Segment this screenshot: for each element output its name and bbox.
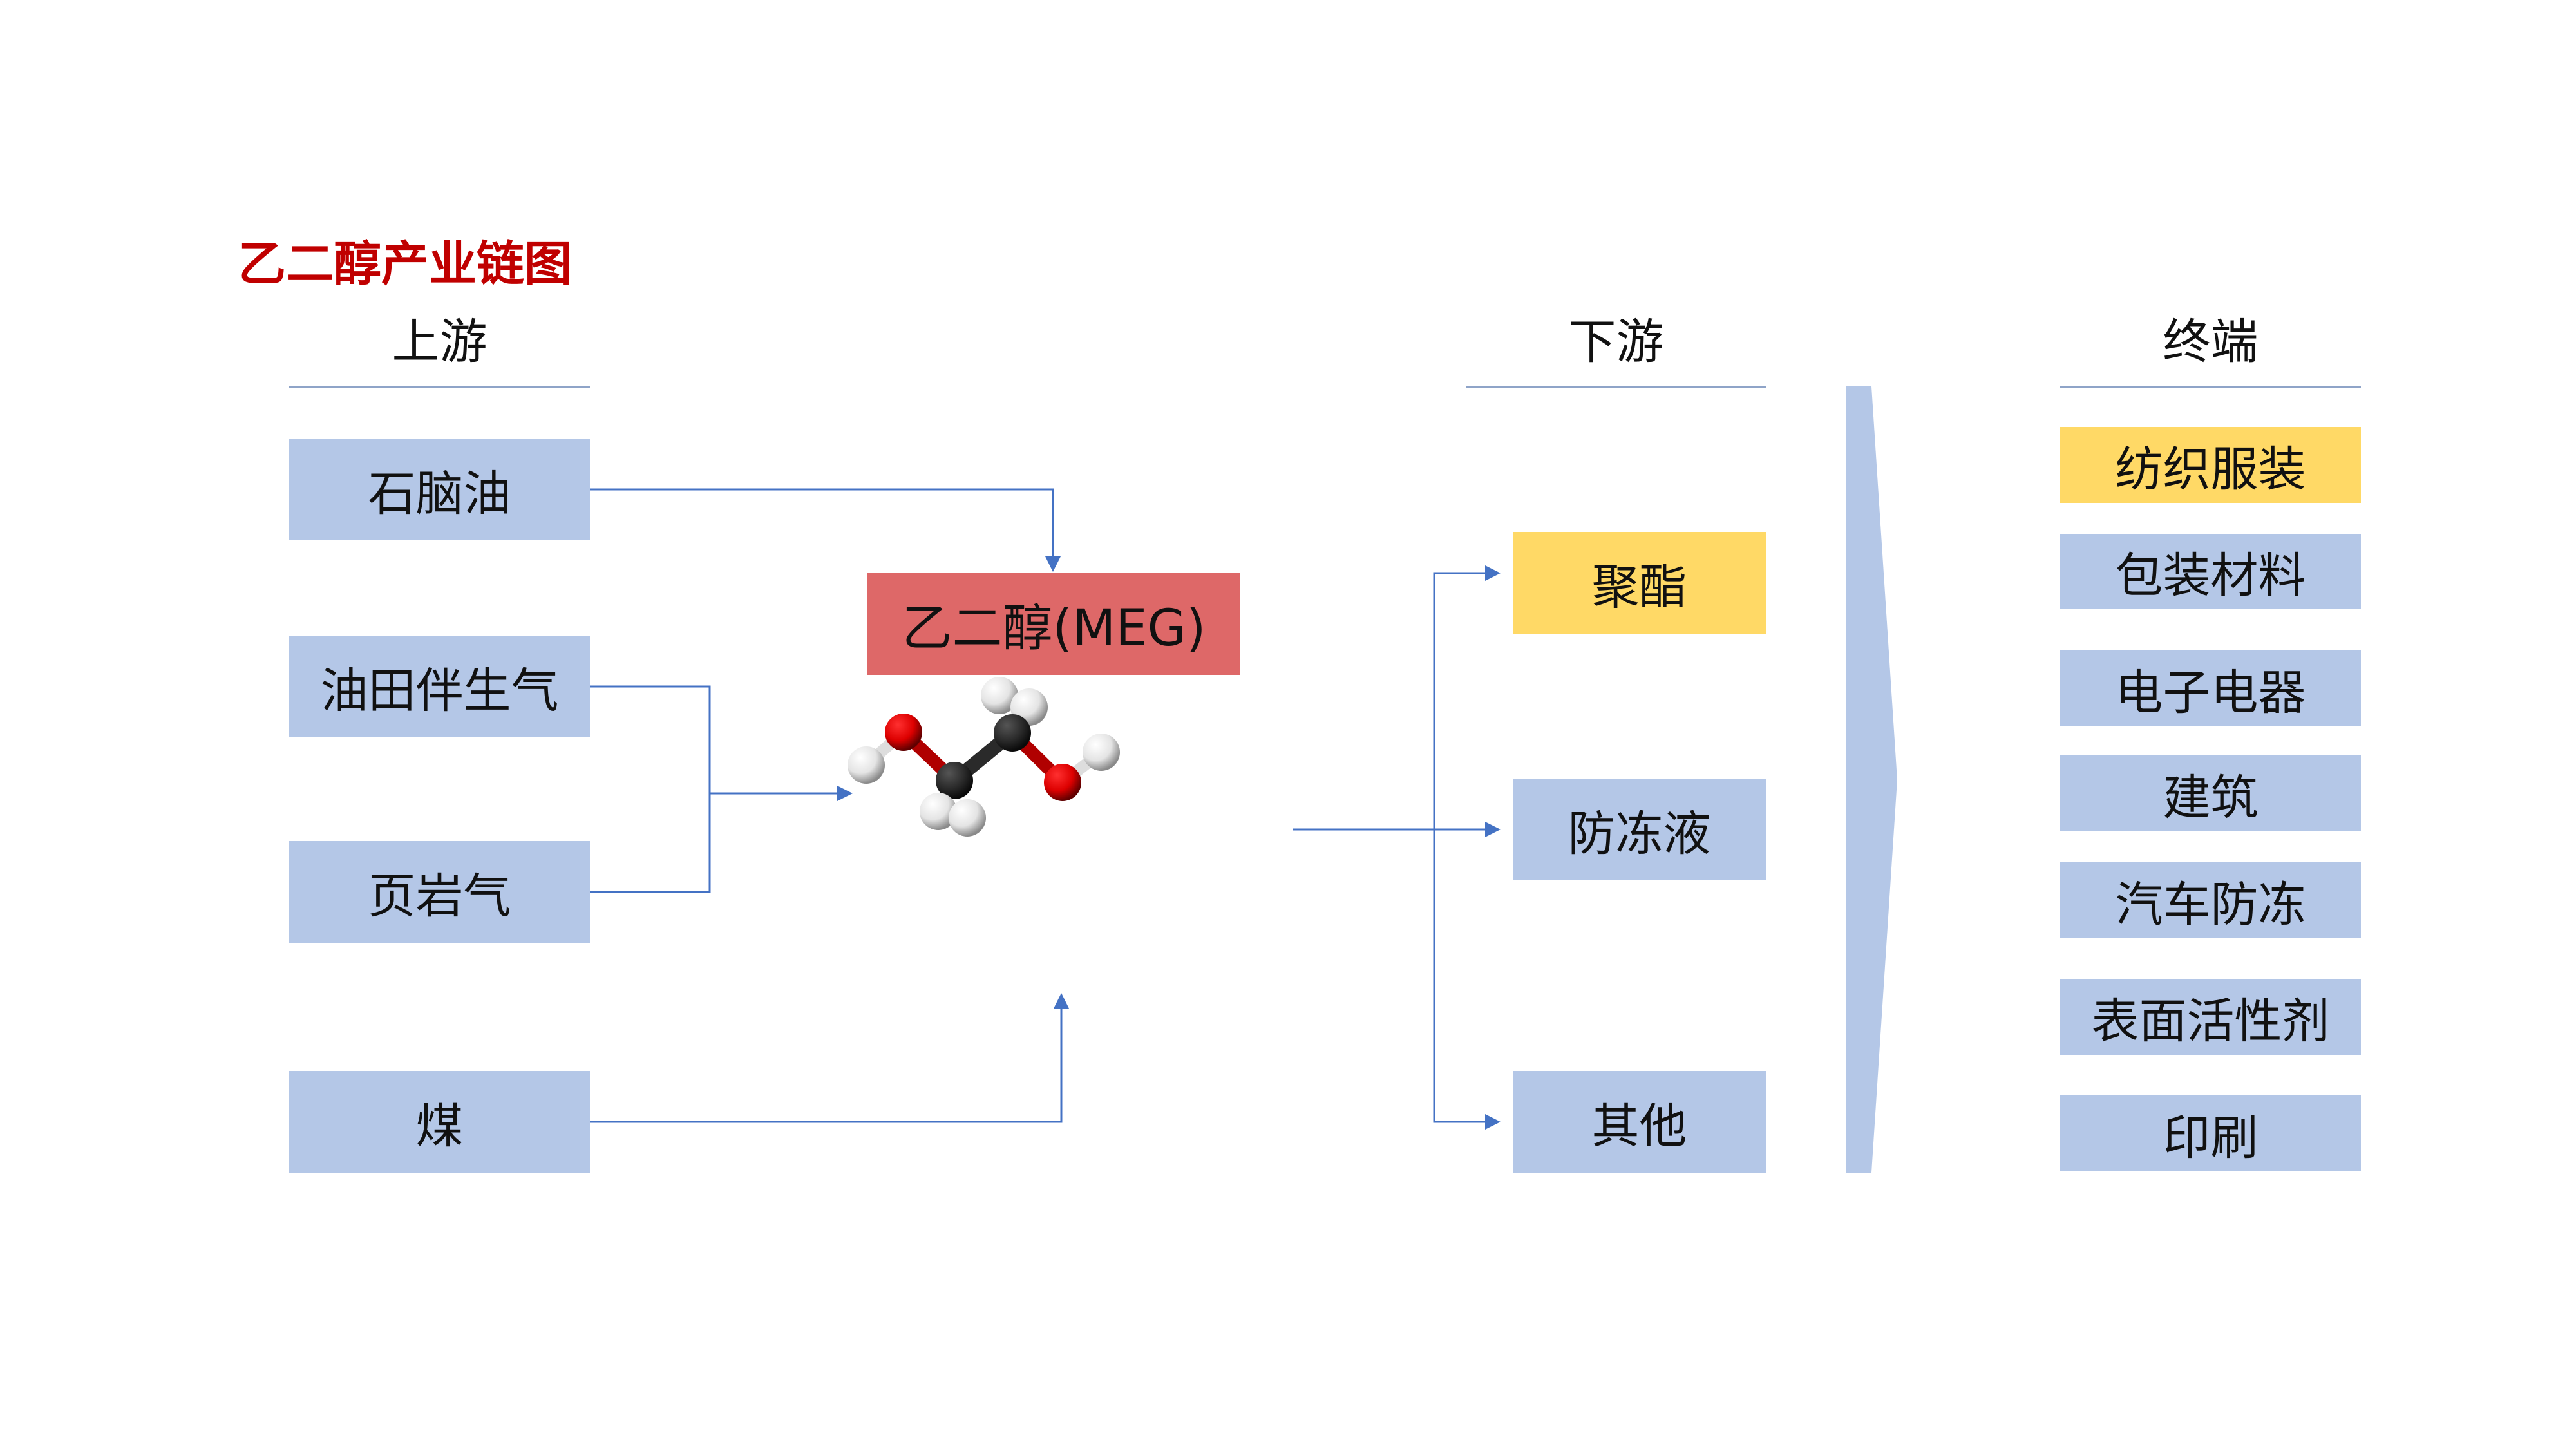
downstream-antifreeze: 防冻液 bbox=[1513, 779, 1766, 880]
downstream-polyester: 聚酯 bbox=[1513, 532, 1766, 634]
upstream-associated-gas: 油田伴生气 bbox=[289, 636, 590, 737]
connector-other bbox=[1433, 829, 1501, 1130]
downstream-other: 其他 bbox=[1513, 1071, 1766, 1173]
terminal-construction: 建筑 bbox=[2060, 755, 2361, 831]
connector-polyester bbox=[1433, 565, 1501, 829]
terminal-textiles: 纺织服装 bbox=[2060, 427, 2361, 503]
diagram-title: 乙二醇产业链图 bbox=[238, 236, 572, 292]
terminal-packaging: 包装材料 bbox=[2060, 534, 2361, 609]
terminal-surfactant: 表面活性剂 bbox=[2060, 979, 2361, 1055]
connector-gas-bracket bbox=[590, 685, 711, 893]
terminal-printing: 印刷 bbox=[2060, 1095, 2361, 1171]
molecule-image bbox=[848, 677, 1120, 837]
terminal-electronics: 电子电器 bbox=[2060, 650, 2361, 726]
chevron-arrow bbox=[1846, 386, 1897, 1173]
upstream-shale-gas: 页岩气 bbox=[289, 841, 590, 943]
header-divider bbox=[1466, 386, 1766, 388]
connector-naphtha bbox=[590, 488, 1061, 572]
connector-coal bbox=[590, 993, 1069, 1123]
center-meg: 乙二醇(MEG) bbox=[867, 573, 1240, 675]
header-divider bbox=[289, 386, 590, 388]
upstream-coal: 煤 bbox=[289, 1071, 590, 1173]
header-upstream: 上游 bbox=[392, 314, 488, 370]
upstream-naphtha: 石脑油 bbox=[289, 439, 590, 540]
terminal-auto-antifreeze: 汽车防冻 bbox=[2060, 862, 2361, 938]
header-downstream: 下游 bbox=[1568, 314, 1664, 370]
header-terminal: 终端 bbox=[2163, 314, 2259, 370]
header-divider bbox=[2060, 386, 2361, 388]
